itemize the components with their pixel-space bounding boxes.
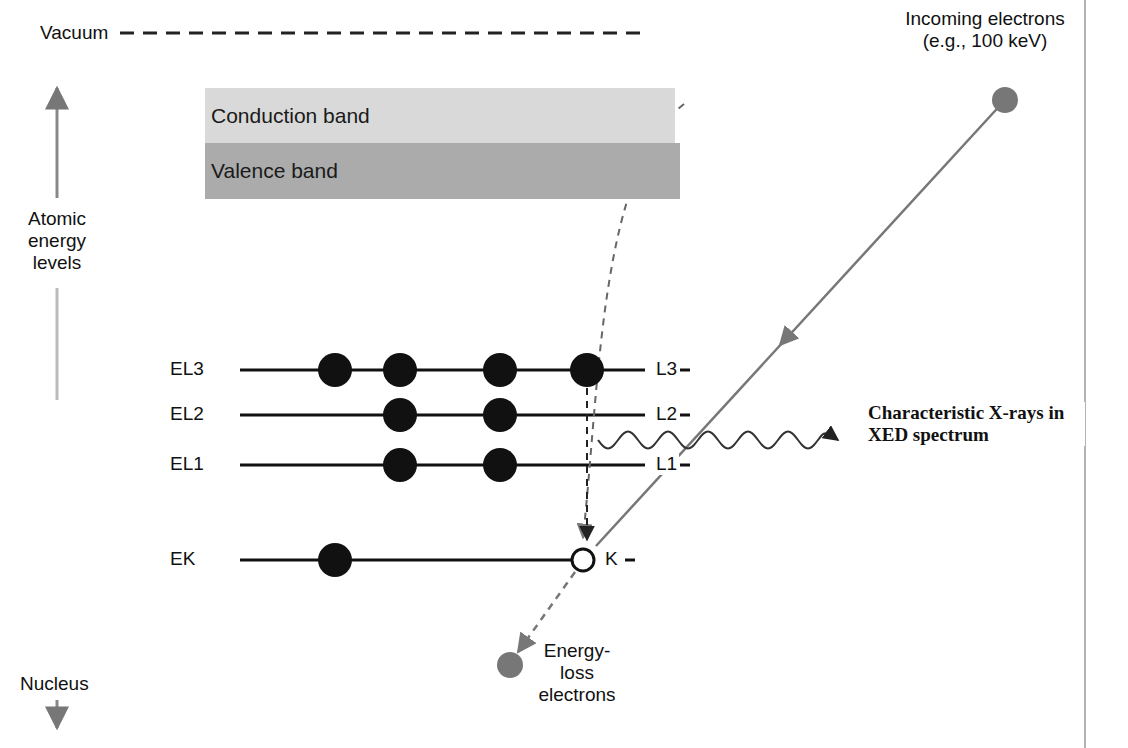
conduction-band: Conduction band — [205, 88, 675, 143]
valence-band: Valence band — [205, 143, 680, 199]
energy-axis — [56, 288, 59, 400]
shell-name: L2 — [654, 403, 679, 425]
band-label: Valence band — [205, 159, 338, 183]
electron — [570, 353, 604, 387]
level-line — [240, 414, 645, 417]
nucleus-label: Nucleus — [20, 673, 100, 695]
loss-label: Energy-loss electrons — [532, 640, 622, 706]
tick-mark — [625, 559, 635, 562]
electron — [318, 543, 352, 577]
level-line — [240, 559, 590, 562]
shell-name: L3 — [654, 358, 679, 380]
beam-label: Incoming electrons (e.g., 100 keV) — [890, 8, 1080, 52]
level-name: EL1 — [170, 453, 204, 475]
tick-mark — [680, 369, 690, 372]
electron — [483, 448, 517, 482]
tick-mark — [680, 464, 690, 467]
electron — [483, 353, 517, 387]
vacuum-label: Vacuum — [40, 22, 120, 44]
nucleus-arrow — [56, 700, 59, 728]
incoming-electron — [992, 87, 1018, 113]
level-line — [240, 464, 645, 467]
core-hole — [572, 549, 594, 571]
band-label: Conduction band — [205, 104, 370, 128]
xray-wave — [598, 432, 838, 449]
vacuum-line — [120, 32, 640, 35]
shell-name: L1 — [654, 453, 679, 475]
frame-line — [1084, 0, 1086, 748]
energy-levels — [240, 370, 690, 560]
shell-name: K — [603, 548, 620, 570]
axis-label: Atomic energy levels — [8, 208, 106, 274]
incoming-arrowhead — [780, 334, 790, 345]
electron — [383, 398, 417, 432]
level-name: EK — [170, 548, 195, 570]
energy-arrow — [56, 88, 59, 198]
xray-label: Characteristic X-rays in XED spectrum — [866, 402, 1085, 446]
level-name: EL2 — [170, 403, 204, 425]
electron — [483, 398, 517, 432]
scattered-electron — [497, 652, 523, 678]
transition-arrow — [586, 388, 588, 540]
level-name: EL3 — [170, 358, 204, 380]
electron — [383, 353, 417, 387]
electron — [383, 448, 417, 482]
electron — [318, 353, 352, 387]
tick-mark — [680, 414, 690, 417]
